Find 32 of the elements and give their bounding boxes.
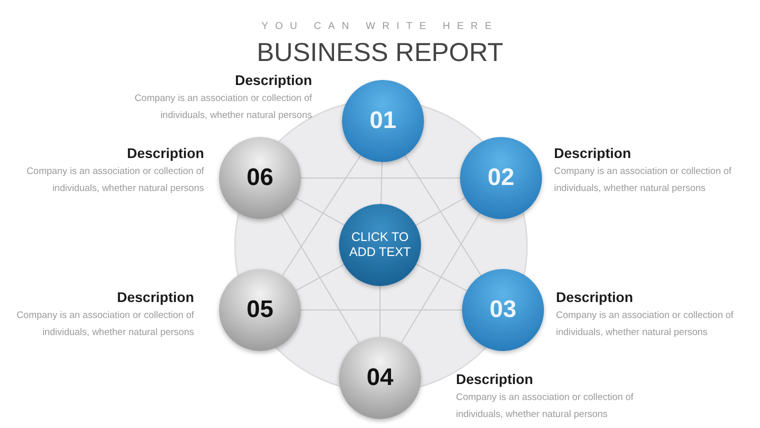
- description-heading: Description: [554, 145, 632, 161]
- description-text: Company is an association or collection of individuals, whether natural persons: [134, 92, 312, 123]
- description-text: Company is an association or collection of individuals, whether natural persons: [556, 309, 734, 340]
- description-heading: Description: [456, 371, 534, 387]
- description-text: Company is an association or collection of individuals, whether natural persons: [554, 165, 732, 196]
- description-heading: Description: [556, 289, 634, 305]
- step-number: 01: [370, 106, 396, 136]
- connector-line: [380, 162, 382, 204]
- connector-line: [415, 197, 466, 226]
- description-heading: Description: [126, 145, 204, 161]
- step-number: 05: [246, 296, 274, 324]
- connector-line: [295, 197, 345, 226]
- connector-line: [280, 212, 360, 344]
- connector-line: [404, 155, 482, 276]
- description-text: Company is an association or collection of individuals, whether natural persons: [16, 309, 194, 340]
- title: BUSINESS REPORT: [256, 37, 504, 68]
- step-number: 02: [488, 164, 514, 192]
- subtitle: YOU CAN WRITE HERE: [260, 21, 500, 32]
- connector-line: [296, 264, 344, 291]
- connector-line: [416, 264, 468, 292]
- center-text: CLICK TO ADD TEXT: [348, 230, 412, 260]
- connector-line: [282, 154, 362, 276]
- step-number: 04: [366, 364, 394, 392]
- description-heading: Description: [116, 289, 194, 305]
- description-text: Company is an association or collection of individuals, whether natural persons: [456, 391, 634, 422]
- step-number: 03: [490, 296, 516, 324]
- connector-line: [400, 212, 480, 344]
- step-number: 06: [246, 164, 274, 192]
- sphere: [342, 80, 424, 162]
- description-heading: Description: [234, 72, 312, 88]
- description-text: Company is an association or collection of individuals, whether natural persons: [26, 165, 204, 196]
- sphere: [219, 137, 301, 219]
